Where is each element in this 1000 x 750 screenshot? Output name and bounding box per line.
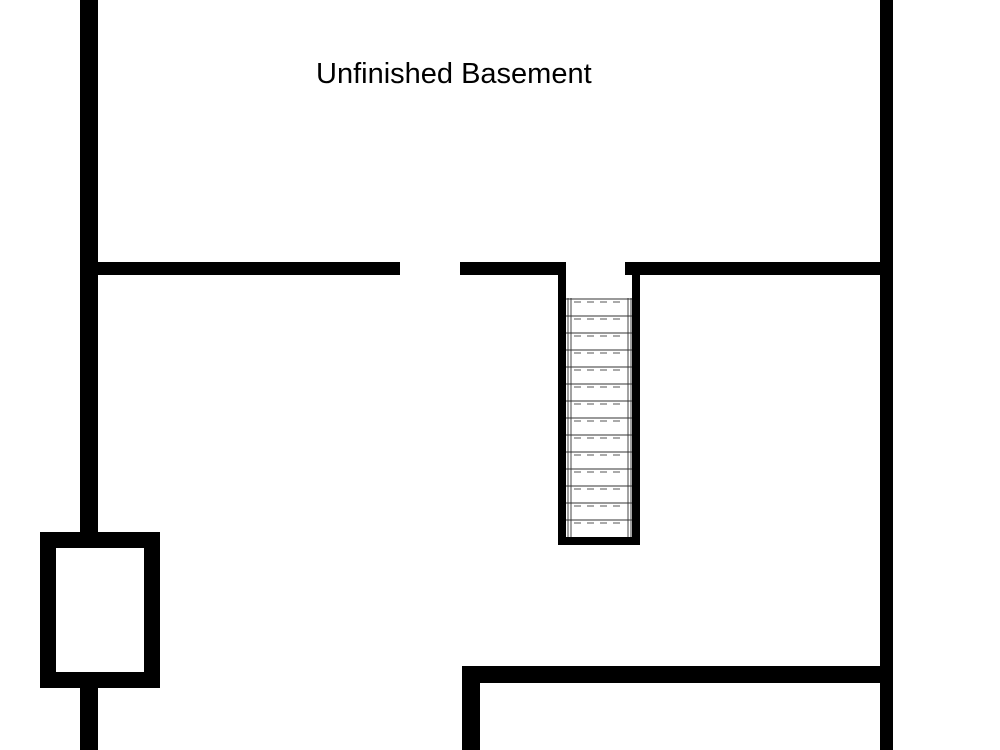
stair-wall-right (632, 262, 640, 545)
left-wall-upper (80, 0, 98, 533)
left-wall-lower (80, 688, 98, 750)
mid-wall-center (460, 262, 566, 275)
room-label: Unfinished Basement (316, 58, 592, 90)
stairs (566, 298, 632, 537)
mid-wall-right (625, 262, 880, 275)
column-box (40, 532, 160, 688)
walls (80, 0, 893, 750)
lower-wall-horizontal (462, 666, 885, 683)
stair-wall-bottom (558, 537, 640, 545)
right-wall (880, 0, 893, 750)
mid-wall-left (98, 262, 400, 275)
stair-wall-left (558, 262, 566, 545)
lower-wall-vertical (462, 666, 480, 750)
